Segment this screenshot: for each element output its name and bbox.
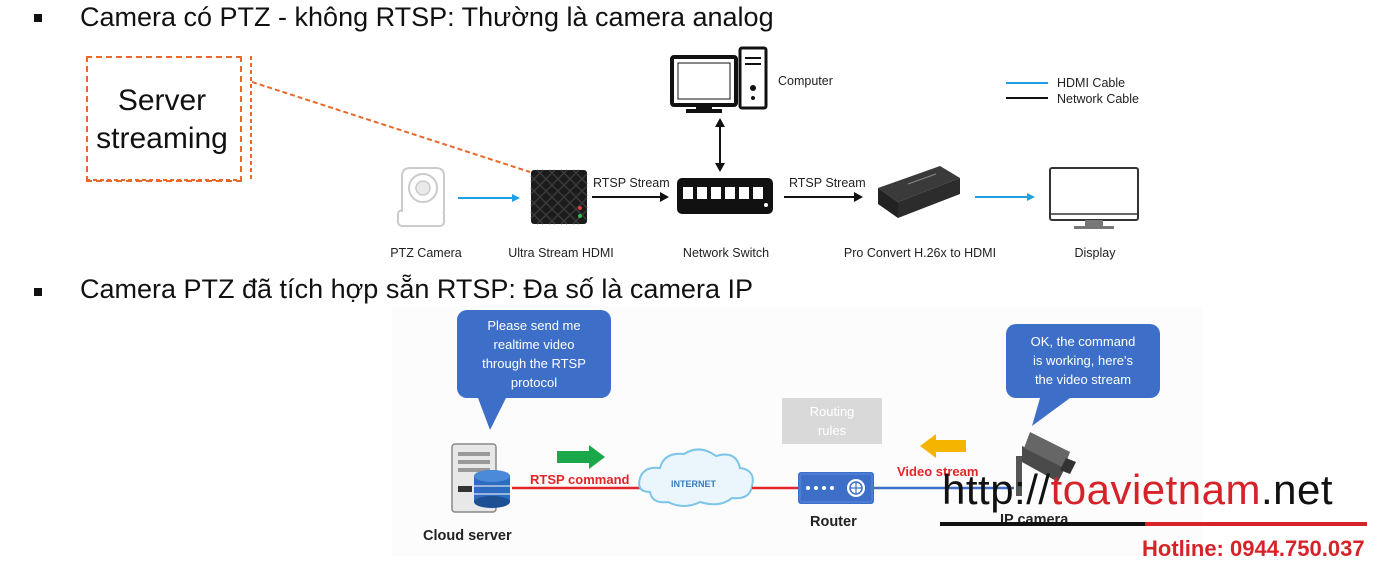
- watermark-url: http://toavietnam.net: [942, 466, 1333, 514]
- ultra-stream-label: Ultra Stream HDMI: [508, 246, 614, 260]
- router-icon: [798, 472, 874, 504]
- yellow-arrow-icon: [920, 434, 966, 458]
- request-bubble-line: Please send me: [487, 318, 581, 333]
- ptz-camera-label: PTZ Camera: [390, 246, 462, 260]
- computer-icon: [670, 46, 768, 113]
- internet-label: INTERNET: [671, 479, 716, 489]
- legend-hdmi-label: HDMI Cable: [1057, 76, 1126, 90]
- router-label: Router: [810, 514, 857, 530]
- cloud-server-icon: [451, 443, 510, 513]
- rtsp-command-label: RTSP command: [530, 472, 630, 487]
- cloud-server-label: Cloud server: [423, 528, 512, 544]
- display-icon: [1049, 167, 1139, 229]
- request-bubble-line: protocol: [510, 375, 558, 390]
- response-bubble-line: the video stream: [1034, 372, 1132, 387]
- green-arrow-icon: [557, 445, 605, 469]
- legend-network-label: Network Cable: [1057, 92, 1139, 106]
- routing-rules-line: Routing: [809, 404, 855, 419]
- heading-analog: Camera có PTZ - không RTSP: Thường là ca…: [80, 2, 774, 32]
- ip-camera-icon: [1016, 432, 1076, 496]
- video-stream-label: Video stream: [897, 464, 979, 479]
- watermark-hotline: Hotline: 0944.750.037: [1142, 536, 1365, 561]
- watermark-divider-red: [1145, 522, 1367, 526]
- routing-rules-box: Routing rules: [782, 398, 882, 444]
- ultra-stream-device-icon: [530, 169, 588, 225]
- response-bubble-line: OK, the command: [1030, 334, 1136, 349]
- internet-cloud-icon: [638, 448, 754, 507]
- computer-label: Computer: [778, 74, 833, 88]
- request-bubble-line: through the RTSP: [482, 356, 586, 371]
- request-bubble: Please send me realtime video through th…: [457, 310, 611, 398]
- response-bubble-line: is working, here's: [1032, 353, 1134, 368]
- watermark-url-prefix: http://: [942, 466, 1051, 513]
- display-label: Display: [1074, 246, 1116, 260]
- request-bubble-line: realtime video: [493, 337, 575, 352]
- rtsp-stream-label-2: RTSP Stream: [789, 176, 866, 190]
- watermark-divider-dark: [940, 522, 1145, 526]
- watermark-url-brand: toavietnam: [1050, 466, 1262, 513]
- rtsp-stream-label-1: RTSP Stream: [593, 176, 670, 190]
- server-streaming-label: Server streaming: [86, 82, 238, 158]
- bullet-1: [34, 14, 42, 22]
- pro-convert-label: Pro Convert H.26x to HDMI: [843, 246, 997, 260]
- network-switch-icon: [677, 178, 773, 214]
- routing-rules-line: rules: [817, 423, 847, 438]
- bullet-2: [34, 288, 42, 296]
- server-connector-line: [251, 81, 531, 173]
- server-label-line2: streaming: [96, 122, 228, 155]
- response-bubble: OK, the command is working, here's the v…: [1006, 324, 1160, 398]
- pro-convert-device-icon: [878, 166, 960, 218]
- ptz-camera-icon: [397, 167, 445, 227]
- server-label-line1: Server: [117, 84, 207, 117]
- heading-ip: Camera PTZ đã tích hợp sẵn RTSP: Đa số l…: [80, 274, 753, 304]
- network-switch-label: Network Switch: [682, 246, 770, 260]
- watermark-url-suffix: .net: [1261, 466, 1334, 513]
